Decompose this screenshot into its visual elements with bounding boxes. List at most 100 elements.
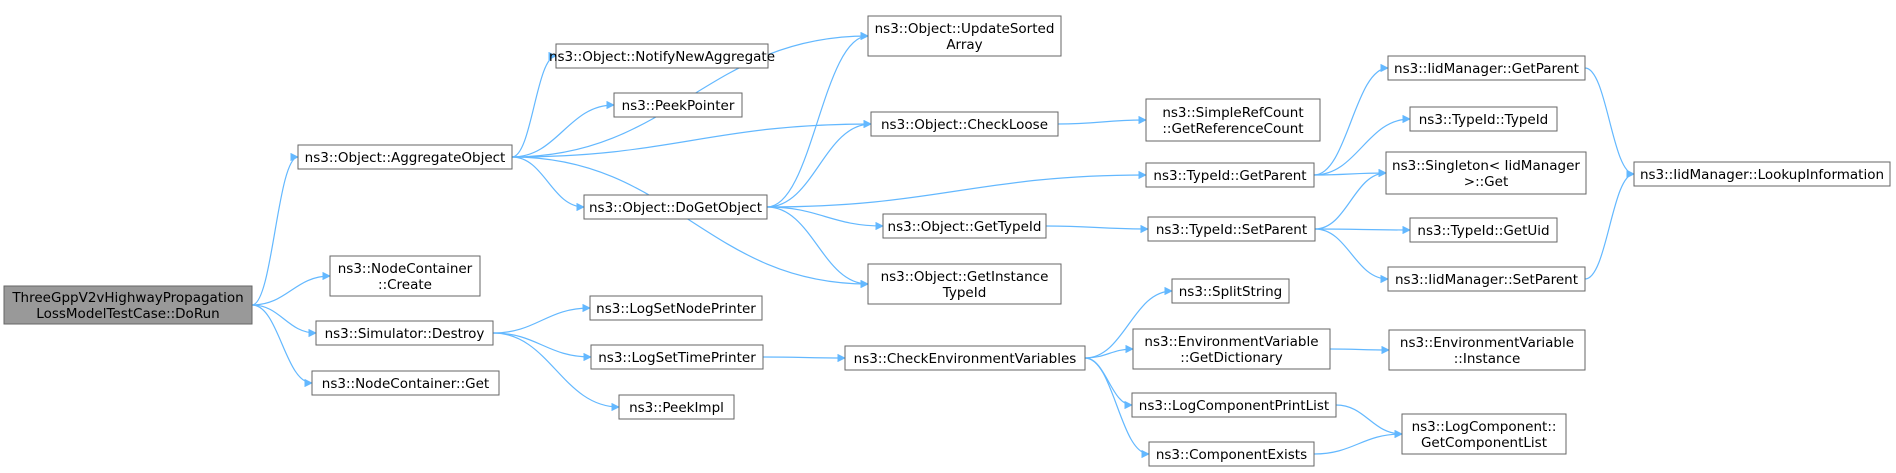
node-node-container-get[interactable]: ns3::NodeContainer::Get: [311, 370, 500, 396]
node-label-line: GetComponentList: [1421, 435, 1547, 451]
node-simulator-destroy[interactable]: ns3::Simulator::Destroy: [315, 320, 494, 346]
edge-do_get_object-to-check_loose: [766, 119, 872, 208]
node-box: [1171, 278, 1290, 304]
node-log-set-node-printer[interactable]: ns3::LogSetNodePrinter: [589, 295, 763, 321]
edge-log_set_time_printer-to-check_env_vars: [762, 353, 846, 363]
node-label-line: TypeId: [942, 285, 987, 301]
node-log-component-print-list[interactable]: ns3::LogComponentPrintList: [1131, 392, 1337, 418]
node-label-line: ns3::PeekPointer: [622, 98, 735, 114]
node-check-env-vars[interactable]: ns3::CheckEnvironmentVariables: [844, 345, 1086, 371]
node-box: [1145, 98, 1321, 142]
node-label-line: ns3::LogComponentPrintList: [1139, 398, 1329, 414]
edge-check_env_vars-to-log_component_print_list: [1084, 357, 1133, 410]
node-typeid-set-parent[interactable]: ns3::TypeId::SetParent: [1147, 216, 1316, 242]
node-log-set-time-printer[interactable]: ns3::LogSetTimePrinter: [590, 344, 764, 370]
node-box: [613, 92, 743, 118]
edge-root-to-simulator_destroy: [251, 304, 317, 338]
node-label-line: ::Create: [378, 277, 432, 293]
node-label-line: ns3::Simulator::Destroy: [325, 326, 485, 342]
edge-typeid_set_parent-to-iid_set_parent: [1314, 228, 1389, 284]
edge-check_env_vars-to-component_exists: [1084, 357, 1150, 459]
node-box: [583, 194, 768, 220]
node-lookup-information[interactable]: ns3::IidManager::LookupInformation: [1633, 161, 1891, 187]
node-peek-impl[interactable]: ns3::PeekImpl: [618, 394, 735, 420]
edge-aggregate_object-to-notify_new_aggregate: [511, 51, 557, 158]
node-box: [555, 43, 769, 69]
node-box: [1147, 216, 1316, 242]
node-typeid-get-parent[interactable]: ns3::TypeId::GetParent: [1145, 162, 1315, 188]
node-box: [590, 344, 764, 370]
edge-do_get_object-to-typeid_get_parent: [766, 170, 1147, 208]
edge-root-to-node_container_get: [251, 304, 313, 388]
node-typeid-get-uid[interactable]: ns3::TypeId::GetUid: [1409, 217, 1558, 243]
node-label-line: ns3::SplitString: [1179, 284, 1283, 300]
node-box: [589, 295, 763, 321]
node-label-line: ns3::Object::CheckLoose: [881, 117, 1048, 133]
node-box: [1409, 217, 1558, 243]
node-label-line: Array: [946, 37, 982, 53]
edge-simulator_destroy-to-peek_impl: [492, 332, 620, 412]
node-node-container-create[interactable]: ns3::NodeContainer::Create: [329, 255, 481, 297]
node-label-line: ::GetReferenceCount: [1162, 121, 1303, 137]
node-get-dictionary[interactable]: ns3::EnvironmentVariable::GetDictionary: [1132, 328, 1331, 370]
edge-aggregate_object-to-check_loose: [511, 119, 872, 158]
node-label-line: ns3::LogComponent::: [1412, 419, 1557, 435]
node-box: [1132, 328, 1331, 370]
node-component-exists[interactable]: ns3::ComponentExists: [1148, 441, 1315, 467]
node-label-line: ns3::NodeContainer::Get: [322, 376, 489, 392]
edge-iid_set_parent-to-lookup_information: [1584, 169, 1635, 280]
node-label-line: ns3::Object::DoGetObject: [589, 200, 762, 216]
node-notify-new-aggregate[interactable]: ns3::Object::NotifyNewAggregate: [549, 43, 775, 69]
node-box: [618, 394, 735, 420]
node-label-line: ns3::NodeContainer: [338, 261, 473, 277]
node-aggregate-object[interactable]: ns3::Object::AggregateObject: [297, 144, 513, 170]
node-get-component-list[interactable]: ns3::LogComponent::GetComponentList: [1401, 413, 1567, 455]
node-do-get-object[interactable]: ns3::Object::DoGetObject: [583, 194, 768, 220]
node-label-line: ns3::Object::AggregateObject: [305, 150, 506, 166]
node-typeid-typeid[interactable]: ns3::TypeId::TypeId: [1409, 106, 1558, 132]
node-get-type-id[interactable]: ns3::Object::GetTypeId: [882, 213, 1047, 239]
node-env-instance[interactable]: ns3::EnvironmentVariable::Instance: [1388, 329, 1586, 371]
node-iid-get-parent[interactable]: ns3::IidManager::GetParent: [1387, 55, 1586, 81]
node-label-line: ::Instance: [1454, 351, 1521, 367]
node-label-line: ns3::TypeId::TypeId: [1419, 112, 1549, 128]
node-box: [3, 285, 253, 325]
edge-simulator_destroy-to-log_set_time_printer: [492, 332, 592, 362]
node-box: [329, 255, 481, 297]
node-box: [1409, 106, 1558, 132]
node-label-line: ns3::LogSetNodePrinter: [596, 301, 756, 317]
node-split-string[interactable]: ns3::SplitString: [1171, 278, 1290, 304]
node-label-line: ns3::IidManager::GetParent: [1394, 61, 1579, 77]
node-root[interactable]: ThreeGppV2vHighwayPropagationLossModelTe…: [3, 285, 253, 325]
edge-typeid_get_parent-to-iid_get_parent: [1313, 63, 1389, 176]
node-label-line: ThreeGppV2vHighwayPropagation: [11, 290, 243, 306]
node-get-reference-count[interactable]: ns3::SimpleRefCount::GetReferenceCount: [1145, 98, 1321, 142]
node-box: [1387, 55, 1586, 81]
node-box: [311, 370, 500, 396]
node-label-line: ns3::LogSetTimePrinter: [598, 350, 756, 366]
node-label-line: ns3::SimpleRefCount: [1162, 105, 1303, 121]
node-box: [870, 111, 1059, 137]
node-label-line: ns3::EnvironmentVariable: [1144, 334, 1318, 350]
node-label-line: ns3::PeekImpl: [629, 400, 724, 416]
node-label-line: ns3::TypeId::GetParent: [1153, 168, 1306, 184]
node-label-line: ns3::Object::GetTypeId: [888, 219, 1042, 235]
node-check-loose[interactable]: ns3::Object::CheckLoose: [870, 111, 1059, 137]
node-peek-pointer[interactable]: ns3::PeekPointer: [613, 92, 743, 118]
nodes-layer: ThreeGppV2vHighwayPropagationLossModelTe…: [3, 15, 1891, 467]
edge-aggregate_object-to-get_instance_type_id: [511, 156, 869, 289]
edge-typeid_get_parent-to-typeid_typeid: [1313, 114, 1411, 176]
node-iid-set-parent[interactable]: ns3::IidManager::SetParent: [1387, 266, 1586, 292]
edge-root-to-aggregate_object: [251, 152, 299, 306]
node-box: [867, 263, 1062, 305]
node-box: [1633, 161, 1891, 187]
node-singleton-get[interactable]: ns3::Singleton< IidManager>::Get: [1385, 151, 1587, 195]
node-label-line: >::Get: [1464, 174, 1508, 190]
edge-do_get_object-to-update_sorted_array: [766, 31, 869, 208]
edges-layer: [251, 31, 1635, 459]
node-label-line: ns3::Object::GetInstance: [881, 269, 1049, 285]
edge-check_env_vars-to-split_string: [1084, 286, 1173, 359]
